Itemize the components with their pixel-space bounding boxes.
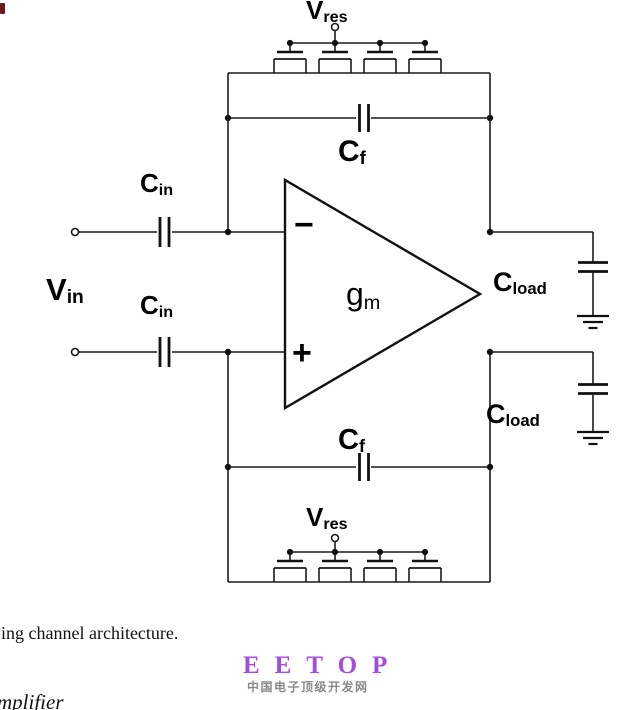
label-subscript: f [358,436,365,457]
label-text: C [140,168,159,198]
label-subscript: res [323,514,348,533]
label-cload-top: Cload [493,267,547,298]
label-cload-bottom: Cload [486,399,540,430]
label-text: C [486,399,506,429]
input-coupling-bottom [70,337,285,367]
label-subscript: in [158,302,174,321]
label-subscript: f [359,147,366,169]
input-terminal-top [70,227,80,237]
label-subscript: in [66,287,84,309]
mosfet-switch-icon [272,41,308,75]
label-subscript: in [158,180,174,199]
reset-switch-bank-top [228,22,490,75]
label-text: C [493,267,513,297]
label-subscript: load [505,411,540,430]
ground-symbol-top [575,314,611,330]
label-text: V [306,0,324,25]
vres-terminal-bottom [330,533,340,543]
eetop-watermark-logo: EETOP [243,652,403,679]
input-terminal-bottom [70,347,80,357]
label-text: C [338,424,359,456]
mosfet-switch-icon [362,550,398,584]
label-cin-top: Cin [140,168,174,199]
label-text: V [46,272,67,307]
reset-switch-bank-bottom [228,533,490,584]
mosfet-switch-icon [407,41,443,75]
mosfet-switch-icon [272,550,308,584]
output-load-bottom [486,348,611,446]
opamp-plus-input: + [292,334,312,372]
input-coupling-top [70,217,285,247]
label-gm: gm [346,276,380,312]
label-text: g [346,276,364,312]
mosfet-switch-icon [317,41,353,75]
label-vres-top: Vres [306,0,348,26]
section-heading-partial: mplifier [0,690,64,710]
label-subscript: load [512,279,547,298]
label-subscript: m [363,291,381,314]
mosfet-switch-icon [407,550,443,584]
feedback-capacitor-bottom [224,453,494,481]
label-text: C [140,290,159,320]
opamp-minus-input: − [294,206,314,244]
output-load-top [486,228,611,330]
opamp-triangle [283,177,483,411]
label-cf-top: Cf [338,135,366,169]
mosfet-switch-icon [317,550,353,584]
ground-symbol-bottom [575,430,611,446]
feedback-capacitor-top [224,104,494,132]
page-edge-artifact [0,3,5,14]
label-vin: Vin [46,272,84,309]
label-vres-bottom: Vres [306,502,348,533]
eetop-watermark-subtitle: 中国电子顶级开发网 [247,680,369,694]
figure-caption: ing channel architecture. [1,623,179,643]
label-text: C [338,135,360,168]
label-cf-bottom: Cf [338,424,365,457]
label-text: V [306,502,324,532]
mosfet-switch-icon [362,41,398,75]
label-cin-bottom: Cin [140,290,174,321]
label-subscript: res [323,7,348,26]
